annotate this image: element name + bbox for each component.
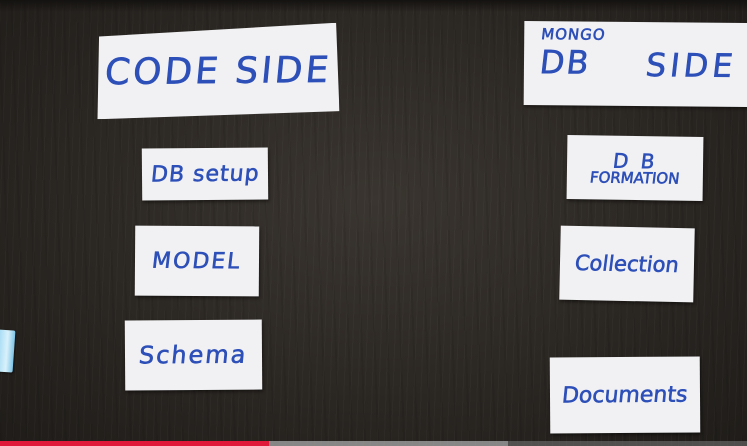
db-formation-line1: D B xyxy=(611,148,659,173)
collection-label: Collection xyxy=(573,250,681,278)
video-played-fill xyxy=(0,441,269,446)
db-formation-line2: FORMATION xyxy=(589,167,681,188)
db-setup-note: DB setup xyxy=(141,147,269,201)
side-label: SIDE xyxy=(643,46,740,85)
schema-note: Schema xyxy=(124,319,263,391)
documents-note: Documents xyxy=(549,356,701,434)
video-buffered-fill xyxy=(269,441,508,446)
db-formation-note: D B FORMATION xyxy=(566,135,704,201)
video-progress-bar[interactable] xyxy=(0,441,747,446)
model-label: MODEL xyxy=(150,248,244,274)
code-side-label: CODE SIDE xyxy=(102,49,334,93)
db-label: DB xyxy=(537,43,594,82)
model-note: MODEL xyxy=(134,225,260,297)
documents-label: Documents xyxy=(561,382,689,408)
schema-label: Schema xyxy=(137,340,250,370)
top-shadow xyxy=(0,0,747,12)
collection-note: Collection xyxy=(559,225,695,303)
mongo-label: MONGO xyxy=(540,25,607,44)
db-setup-label: DB setup xyxy=(149,161,261,188)
mongo-db-side-note: MONGO DB SIDE xyxy=(523,20,747,108)
code-side-note: CODE SIDE xyxy=(97,23,340,120)
edge-object xyxy=(0,329,16,373)
